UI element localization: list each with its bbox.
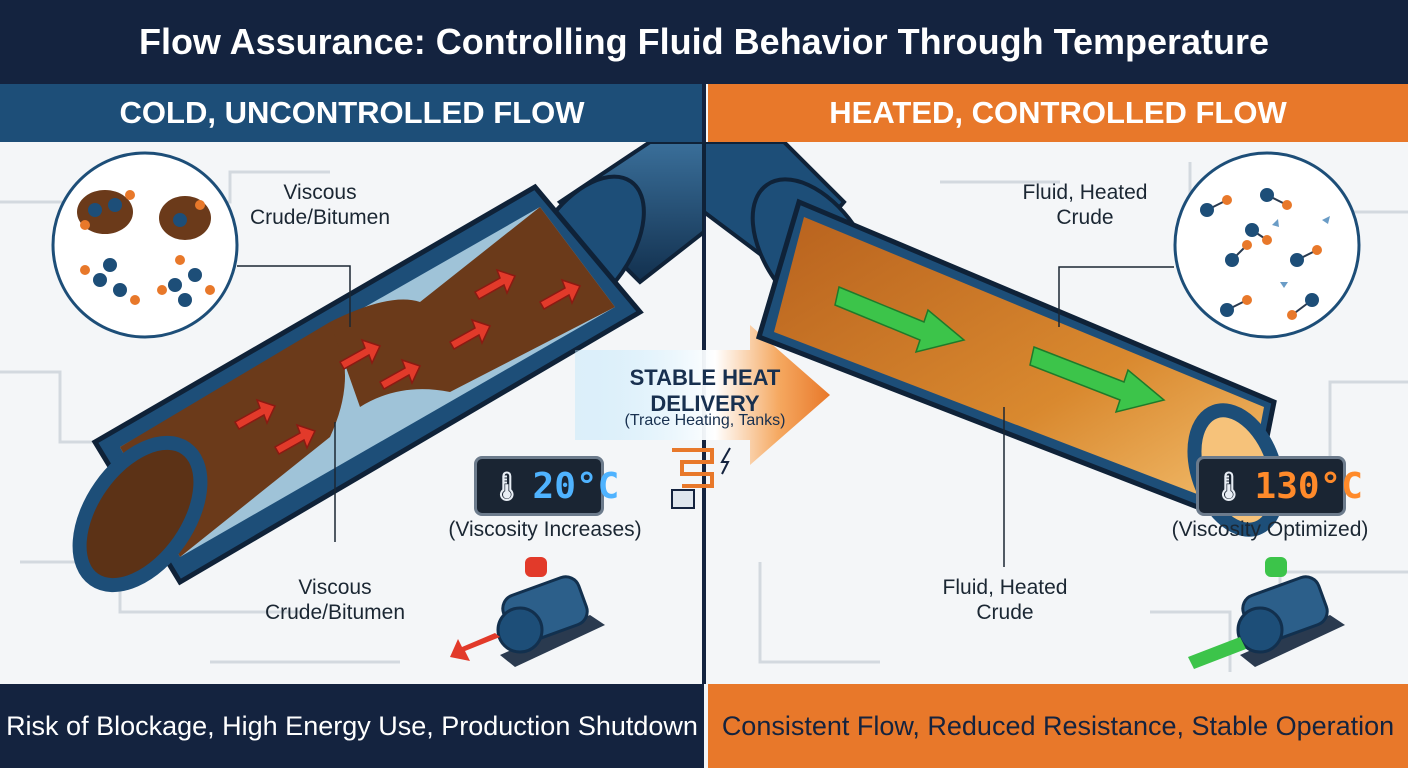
dispersed-molecules-icon (1173, 151, 1361, 339)
heat-arrow-icon (575, 325, 830, 465)
thermometer-icon: 🌡 (489, 469, 525, 503)
left-label-bottom: Viscous Crude/Bitumen (264, 576, 406, 624)
right-footer: Consistent Flow, Reduced Resistance, Sta… (708, 684, 1408, 768)
left-footer: Risk of Blockage, High Energy Use, Produ… (0, 684, 704, 768)
hot-temperature-display: 🌡 130°C (1196, 456, 1363, 516)
pump-icon (450, 557, 605, 667)
cold-pipe-illustration (72, 142, 704, 593)
lightning-icon (720, 447, 731, 475)
right-label-top: Fluid, Heated Crude (1022, 181, 1148, 229)
pump-icon (1188, 557, 1345, 669)
left-panel-header: COLD, UNCONTROLLED FLOW (0, 84, 704, 142)
cold-viscosity-status: (Viscosity Increases) (448, 518, 642, 541)
hot-viscosity-status: (Viscosity Optimized) (1171, 518, 1369, 541)
trace-heating-coil-icon (671, 447, 731, 509)
red-status-light-icon (525, 557, 547, 577)
heat-delivery-title: STABLE HEAT DELIVERY (629, 365, 781, 416)
page-title: Flow Assurance: Controlling Fluid Behavi… (0, 0, 1408, 84)
left-label-top: Viscous Crude/Bitumen (249, 181, 391, 229)
molecule-cluster-icon (51, 151, 239, 339)
cold-temperature-value: 20°C (532, 465, 620, 507)
heat-delivery-subtitle: (Trace Heating, Tanks) (624, 412, 786, 429)
right-label-bottom: Fluid, Heated Crude (942, 576, 1068, 624)
cold-temperature-display: 🌡 20°C (474, 456, 619, 516)
green-status-light-icon (1265, 557, 1287, 577)
thermometer-icon: 🌡 (1211, 469, 1247, 503)
heated-pipe-illustration (704, 142, 1285, 567)
hot-temperature-value: 130°C (1254, 465, 1363, 507)
right-panel-header: HEATED, CONTROLLED FLOW (708, 84, 1408, 142)
